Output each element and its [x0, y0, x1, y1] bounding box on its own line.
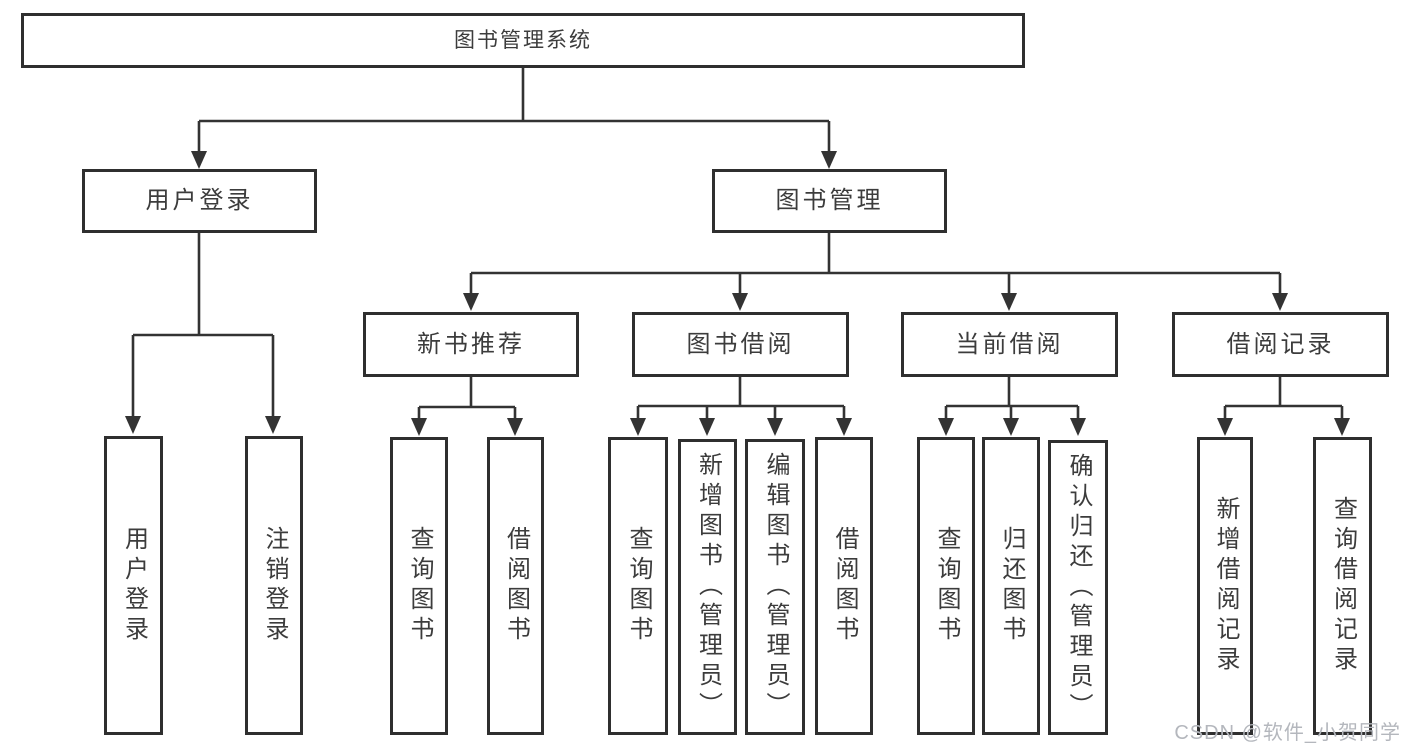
leaf-borrow-books-recommend: 借阅图书	[487, 437, 544, 735]
leaf-query-books-borrow-label: 查询图书	[625, 526, 652, 646]
leaf-confirm-return-admin: 确认归还（管理员）	[1048, 440, 1108, 735]
leaf-add-borrow-record-label: 新增借阅记录	[1212, 496, 1239, 676]
node-book-management: 图书管理	[712, 169, 947, 233]
leaf-query-books-current-label: 查询图书	[933, 526, 960, 646]
leaf-confirm-return-admin-label: 确认归还（管理员）	[1065, 452, 1092, 723]
leaf-logout-label: 注销登录	[261, 525, 288, 646]
leaf-query-books-recommend-label: 查询图书	[406, 526, 433, 646]
node-current-borrow-label: 当前借阅	[955, 330, 1064, 358]
leaf-borrow-books-label: 借阅图书	[831, 526, 858, 646]
node-book-management-label: 图书管理	[775, 187, 884, 214]
node-root-system: 图书管理系统	[21, 13, 1025, 68]
leaf-edit-books-admin-label: 编辑图书（管理员）	[762, 452, 789, 722]
leaf-query-books-recommend: 查询图书	[390, 437, 448, 735]
node-user-login: 用户登录	[82, 169, 317, 233]
leaf-query-books-borrow: 查询图书	[608, 437, 668, 735]
node-root-label: 图书管理系统	[454, 29, 592, 52]
node-current-borrow: 当前借阅	[901, 312, 1118, 377]
leaf-query-borrow-record-label: 查询借阅记录	[1329, 496, 1357, 676]
leaf-edit-books-admin: 编辑图书（管理员）	[745, 439, 805, 735]
leaf-query-books-current: 查询图书	[917, 437, 975, 735]
leaf-borrow-books-recommend-label: 借阅图书	[502, 526, 530, 646]
leaf-user-login-label: 用户登录	[120, 525, 148, 646]
leaf-add-books-admin-label: 新增图书（管理员）	[694, 452, 722, 722]
node-new-book-recommend-label: 新书推荐	[417, 330, 525, 358]
node-borrow-records-label: 借阅记录	[1226, 330, 1335, 358]
leaf-add-books-admin: 新增图书（管理员）	[678, 439, 737, 735]
node-book-borrow: 图书借阅	[632, 312, 849, 377]
leaf-return-books: 归还图书	[982, 437, 1040, 735]
leaf-borrow-books: 借阅图书	[815, 437, 873, 735]
leaf-logout: 注销登录	[245, 436, 303, 735]
leaf-query-borrow-record: 查询借阅记录	[1313, 437, 1372, 735]
leaf-return-books-label: 归还图书	[998, 526, 1025, 646]
node-borrow-records: 借阅记录	[1172, 312, 1389, 377]
node-user-login-label: 用户登录	[145, 187, 254, 214]
leaf-user-login: 用户登录	[104, 436, 163, 735]
node-book-borrow-label: 图书借阅	[686, 330, 795, 358]
node-new-book-recommend: 新书推荐	[363, 312, 579, 377]
csdn-watermark: CSDN @软件_小贺同学	[1174, 722, 1401, 744]
leaf-add-borrow-record: 新增借阅记录	[1197, 437, 1253, 735]
